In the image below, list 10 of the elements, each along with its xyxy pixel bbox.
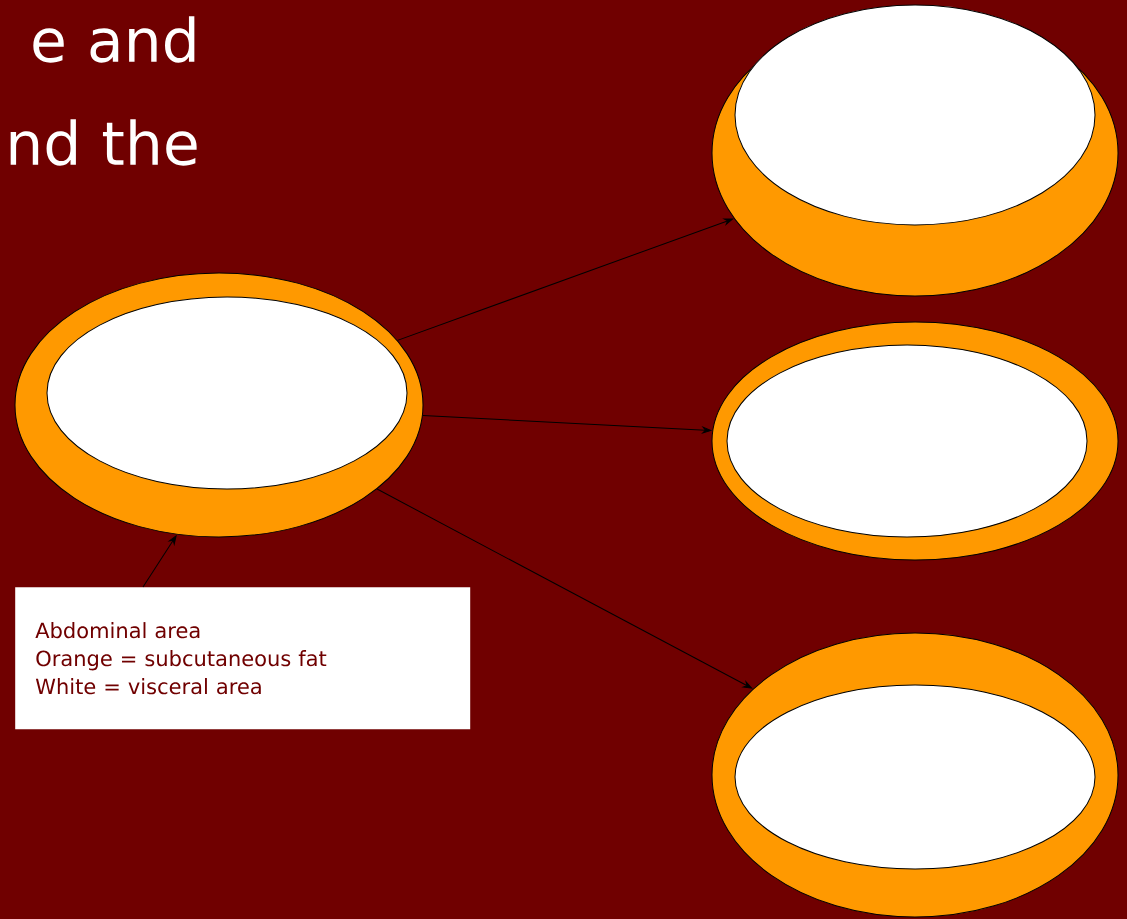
arrow <box>376 488 753 689</box>
arrow <box>397 218 734 341</box>
title: e and nd the <box>10 16 197 166</box>
fat-ring-drawing <box>711 321 1119 561</box>
fat-ring-drawing <box>711 632 1119 918</box>
legend-box: Abdominal area Orange = subcutaneous fat White = visceral area <box>15 587 471 730</box>
leader-arrow <box>142 535 177 588</box>
fat-ring-drawing <box>14 272 424 538</box>
arrow <box>422 415 712 434</box>
fat-ring-drawing <box>711 4 1119 297</box>
